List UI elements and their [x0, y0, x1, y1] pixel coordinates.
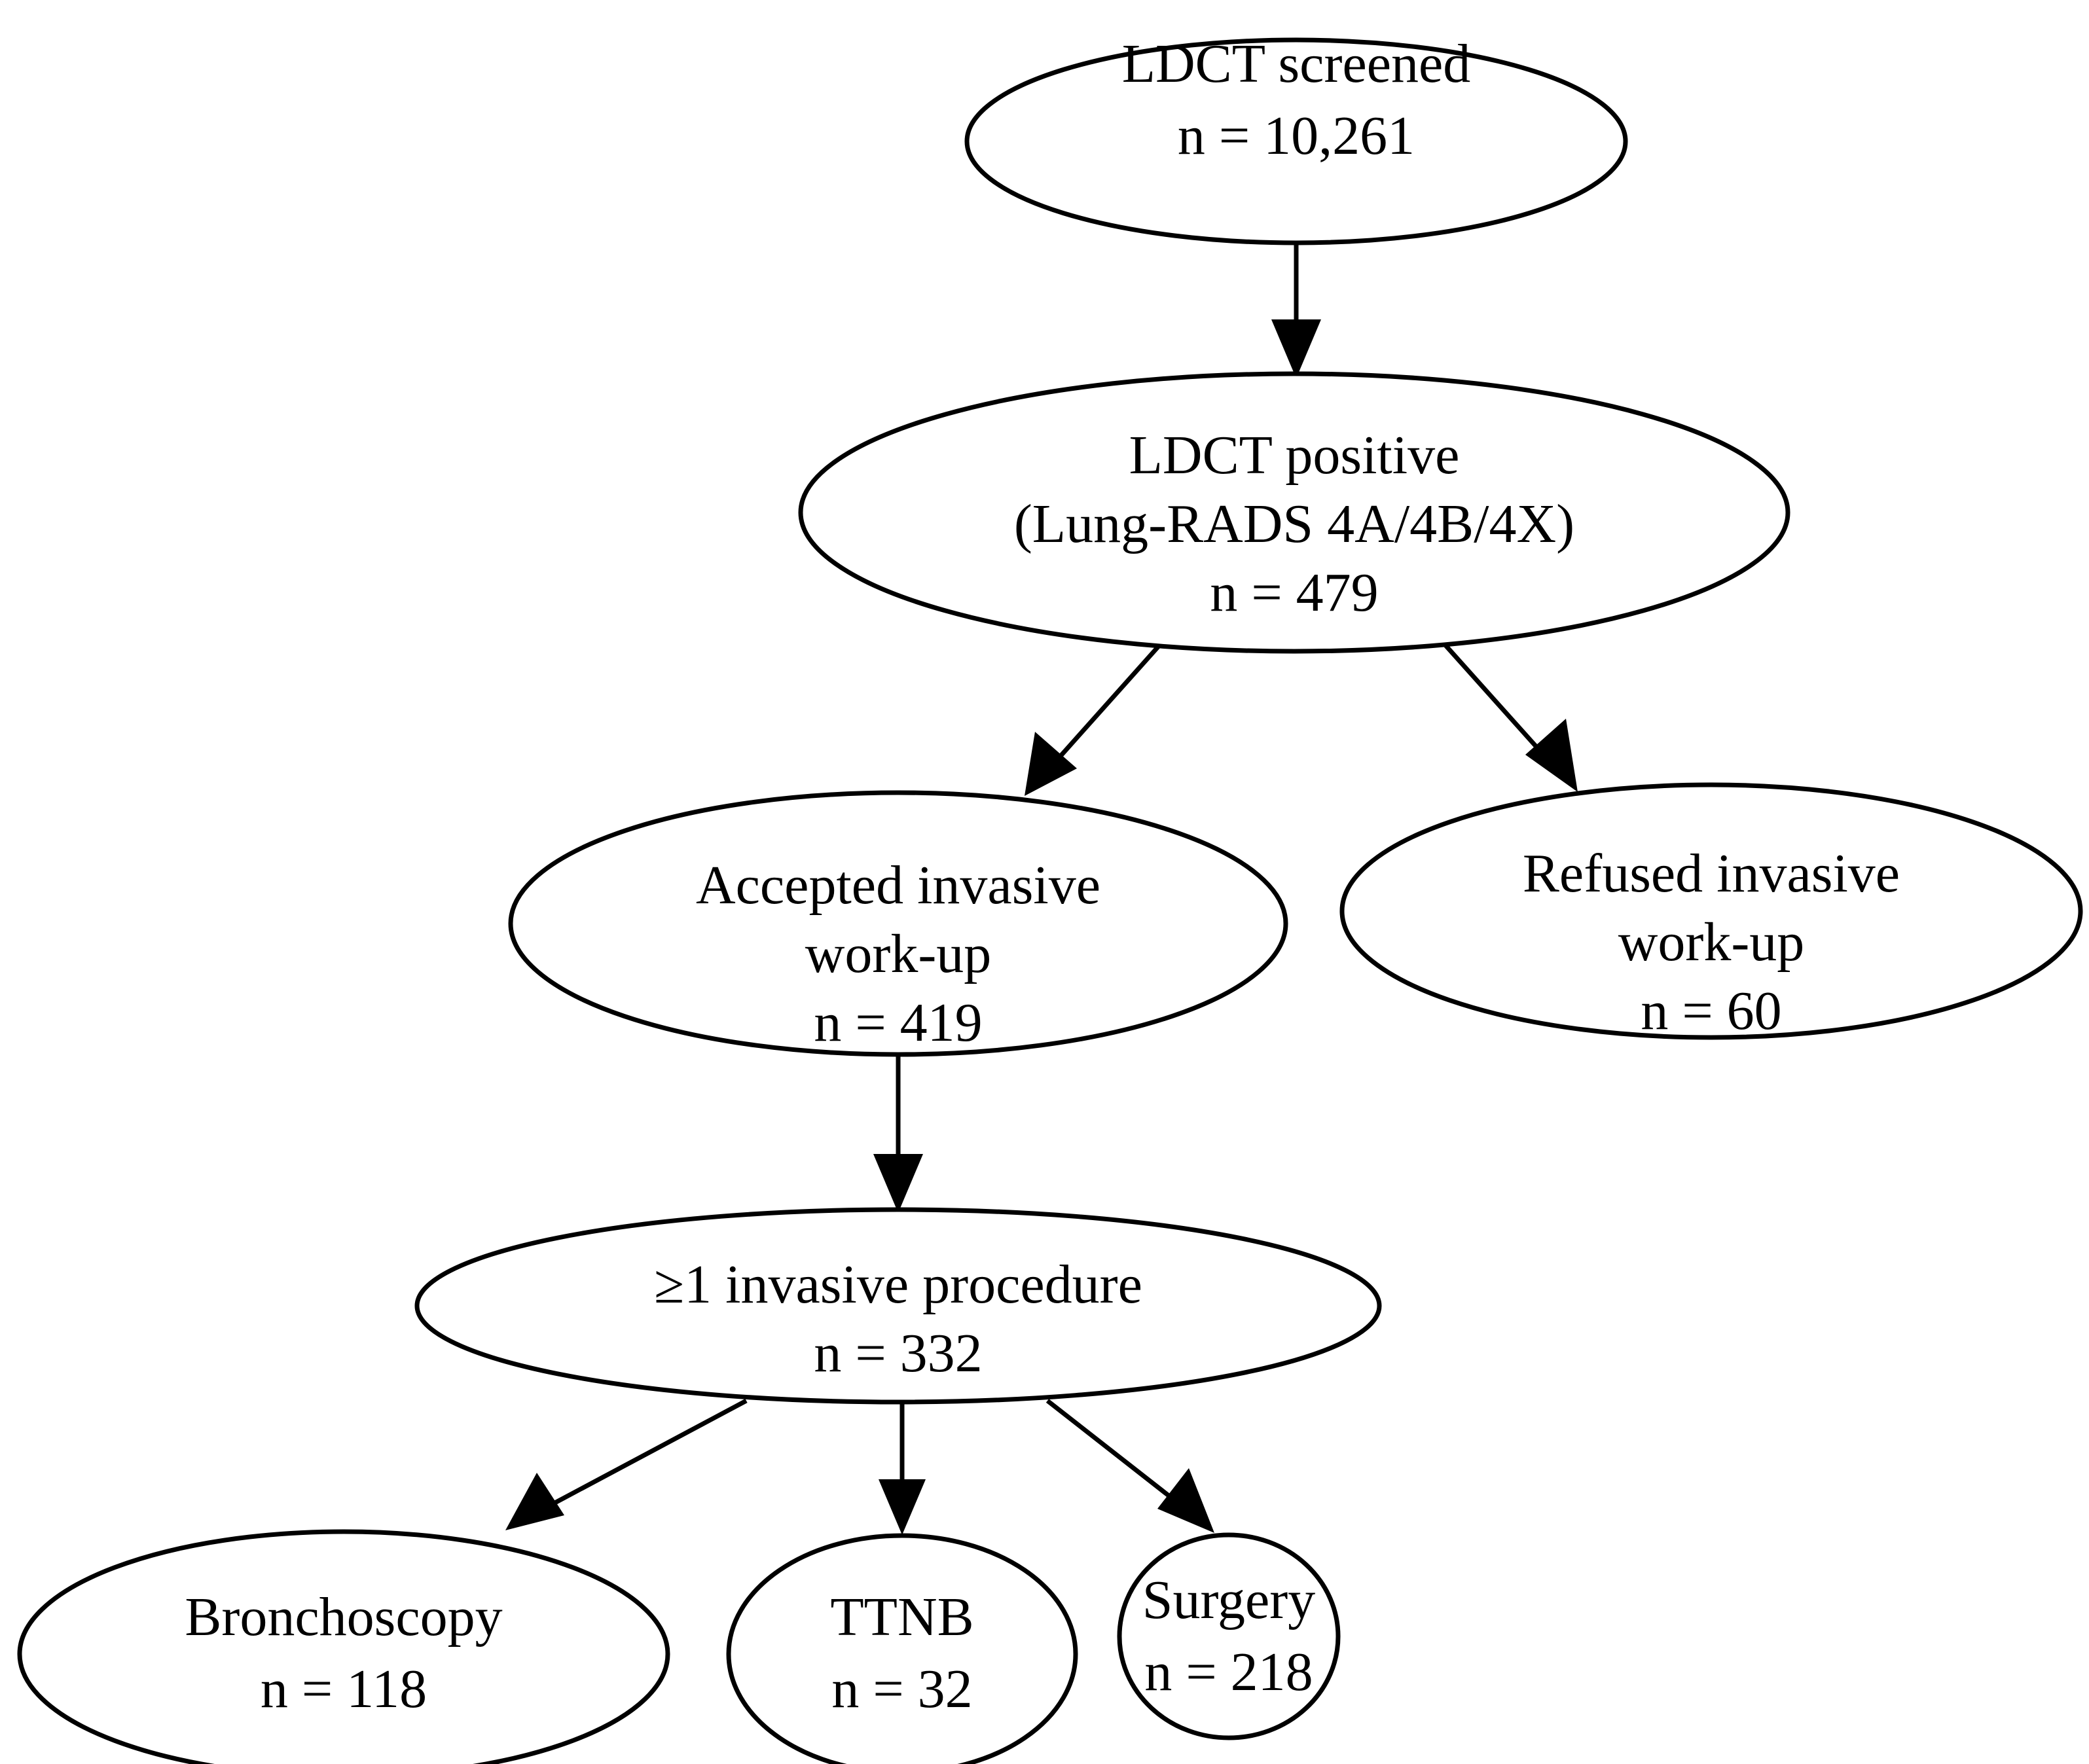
node-refused-invasive-workup[interactable]: Refused invasive work-up n = 60: [1339, 782, 2083, 1041]
node-refused-invasive-workup-count: n = 60: [1641, 981, 1781, 1041]
node-accepted-invasive-workup-ellipse[interactable]: [508, 790, 1288, 1057]
node-accepted-invasive-workup-line-1: Accepted invasive: [696, 855, 1100, 916]
edge-ldct-positive-to-accepted: [1025, 632, 1172, 796]
node-bronchoscopy[interactable]: Bronchoscopy n = 118: [17, 1529, 670, 1764]
node-ldct-screened-line-1: LDCT screened: [1122, 33, 1471, 94]
edge-accepted-to-invasive-procedure: [873, 1055, 923, 1213]
edge-ldct-positive-to-refused: [1433, 632, 1578, 792]
node-ldct-screened-ellipse[interactable]: [964, 37, 1628, 245]
node-accepted-invasive-workup-line-2: work-up: [805, 924, 992, 984]
node-ttnb-count: n = 32: [831, 1659, 972, 1719]
node-bronchoscopy-count: n = 118: [261, 1659, 427, 1719]
node-surgery-ellipse[interactable]: [1117, 1532, 1341, 1740]
edge-invasive-procedure-to-bronchoscopy: [505, 1398, 748, 1530]
node-bronchoscopy-ellipse[interactable]: [17, 1529, 670, 1764]
node-ldct-positive[interactable]: LDCT positive (Lung-RADS 4A/4B/4X) n = 4…: [798, 371, 1790, 654]
node-at-least-one-invasive-procedure-count: n = 332: [814, 1323, 982, 1384]
node-ldct-positive-ellipse[interactable]: [798, 371, 1790, 654]
node-refused-invasive-workup-line-1: Refused invasive: [1523, 843, 1900, 904]
node-ldct-screened-count: n = 10,261: [1178, 105, 1415, 166]
edges-layer: [505, 243, 1578, 1535]
node-ldct-screened[interactable]: LDCT screened n = 10,261: [964, 33, 1628, 245]
node-ldct-positive-line-1: LDCT positive: [1129, 425, 1460, 486]
nodes-layer: LDCT screened n = 10,261 LDCT positive (…: [17, 33, 2083, 1764]
node-bronchoscopy-line-1: Bronchoscopy: [185, 1587, 502, 1647]
node-refused-invasive-workup-ellipse[interactable]: [1339, 782, 2083, 1040]
node-surgery-line-1: Surgery: [1142, 1570, 1315, 1630]
node-ttnb-line-1: TTNB: [830, 1587, 973, 1647]
node-ttnb[interactable]: TTNB n = 32: [726, 1533, 1078, 1764]
node-at-least-one-invasive-procedure-ellipse[interactable]: [414, 1207, 1382, 1405]
node-accepted-invasive-workup-count: n = 419: [814, 992, 982, 1053]
node-ldct-positive-count: n = 479: [1210, 562, 1378, 623]
edge-ldct-screened-to-ldct-positive: [1271, 243, 1321, 378]
node-refused-invasive-workup-line-2: work-up: [1618, 912, 1805, 973]
node-surgery[interactable]: Surgery n = 218: [1117, 1532, 1341, 1740]
edge-invasive-procedure-to-surgery: [1045, 1399, 1214, 1533]
node-accepted-invasive-workup[interactable]: Accepted invasive work-up n = 419: [508, 790, 1288, 1057]
node-surgery-count: n = 218: [1144, 1642, 1313, 1702]
node-at-least-one-invasive-procedure-line-1: ≥1 invasive procedure: [654, 1254, 1142, 1315]
node-ldct-positive-line-2: (Lung-RADS 4A/4B/4X): [1014, 494, 1574, 554]
node-at-least-one-invasive-procedure[interactable]: ≥1 invasive procedure n = 332: [414, 1207, 1382, 1405]
edge-invasive-procedure-to-ttnb: [879, 1403, 926, 1535]
node-ttnb-ellipse[interactable]: [726, 1533, 1078, 1764]
